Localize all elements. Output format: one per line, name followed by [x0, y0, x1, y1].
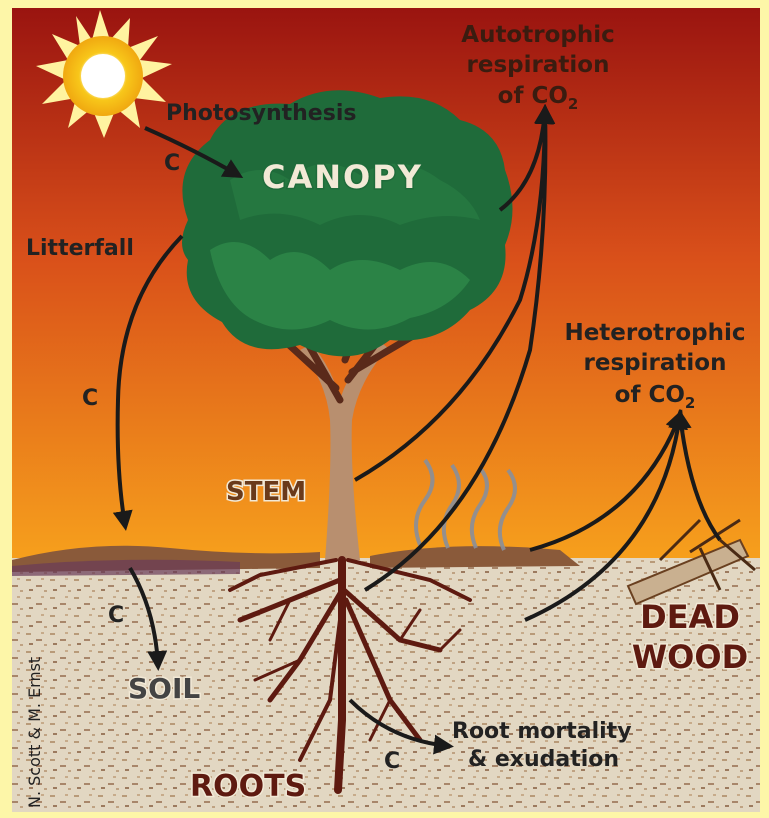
svg-text:of CO2: of CO2 — [498, 83, 579, 113]
photosynthesis-label: Photosynthesis — [166, 101, 356, 126]
carbon-label-litterfall: C — [82, 386, 98, 411]
svg-text:WOOD: WOOD — [632, 638, 748, 676]
credit-text: N. Scott & M. Ernst — [25, 657, 44, 808]
soil-label: SOIL — [128, 672, 200, 705]
svg-text:of CO2: of CO2 — [615, 382, 696, 412]
svg-text:& exudation: & exudation — [468, 747, 619, 772]
svg-text:DEAD: DEAD — [640, 598, 740, 636]
canopy — [182, 90, 513, 356]
svg-text:respiration: respiration — [467, 52, 610, 78]
carbon-label-soil: C — [108, 603, 124, 628]
carbon-label-photosynthesis: C — [164, 151, 180, 176]
svg-text:Root mortality: Root mortality — [452, 719, 632, 744]
stem-label: STEM — [226, 477, 306, 507]
litterfall-label: Litterfall — [26, 236, 134, 261]
carbon-label-roots: C — [384, 749, 400, 774]
svg-text:Heterotrophic: Heterotrophic — [564, 320, 745, 346]
canopy-label: CANOPY — [262, 158, 423, 196]
svg-text:respiration: respiration — [584, 350, 727, 376]
roots-label: ROOTS — [190, 769, 306, 804]
svg-text:Autotrophic: Autotrophic — [461, 22, 614, 48]
